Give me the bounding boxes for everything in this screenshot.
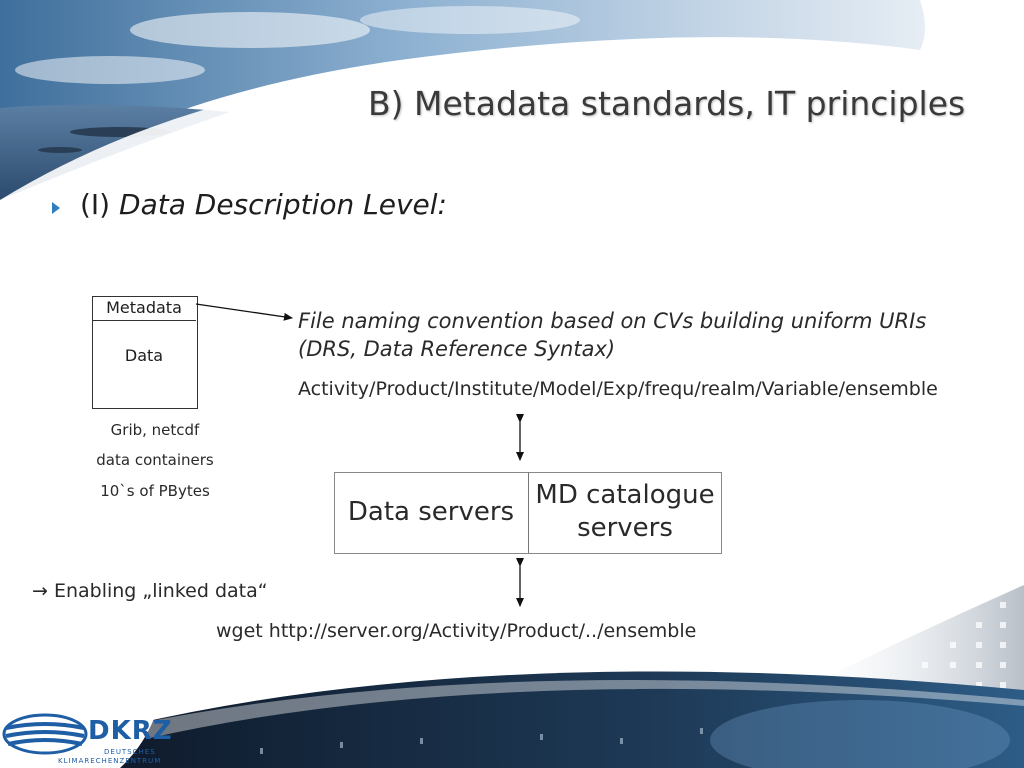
wget-command: wget http://server.org/Activity/Product/… <box>216 620 697 642</box>
note-containers: data containers <box>96 451 214 469</box>
naming-line-2: (DRS, Data Reference Syntax) <box>298 337 616 361</box>
md-catalogue-line-2: servers <box>577 513 673 543</box>
drs-path: Activity/Product/Institute/Model/Exp/fre… <box>298 378 938 400</box>
bullet-italic: Data Description Level: <box>119 188 447 221</box>
dkrz-logo-icon <box>2 713 88 755</box>
metadata-to-naming-arrow <box>195 303 293 321</box>
enabling-linked-data: → Enabling „linked data“ <box>32 580 268 602</box>
bullet-text: (I) Data Description Level: <box>80 188 447 221</box>
naming-line-1: File naming convention based on CVs buil… <box>298 309 927 333</box>
logo-subtitle-1: DEUTSCHES <box>104 748 156 756</box>
note-format: Grib, netcdf <box>110 421 200 439</box>
md-catalogue-line-1: MD catalogue <box>535 480 715 510</box>
note-size: 10`s of PBytes <box>100 482 210 500</box>
naming-convention-text: File naming convention based on CVs buil… <box>298 307 926 363</box>
servers-divider <box>528 472 529 553</box>
file-box <box>92 296 198 409</box>
data-servers-label: Data servers <box>347 497 515 527</box>
logo-subtitle-2: KLIMARECHENZENTRUM <box>58 757 162 765</box>
md-catalogue-servers-label: MD catalogue servers <box>529 472 721 552</box>
file-box-metadata-header: Metadata <box>92 296 196 321</box>
logo-name: DKRZ <box>88 716 173 746</box>
slide-title: B) Metadata standards, IT principles <box>368 84 966 123</box>
bullet-prefix: (I) <box>80 188 120 221</box>
file-box-data-label: Data <box>124 346 164 365</box>
bullet-triangle-icon <box>52 202 60 214</box>
